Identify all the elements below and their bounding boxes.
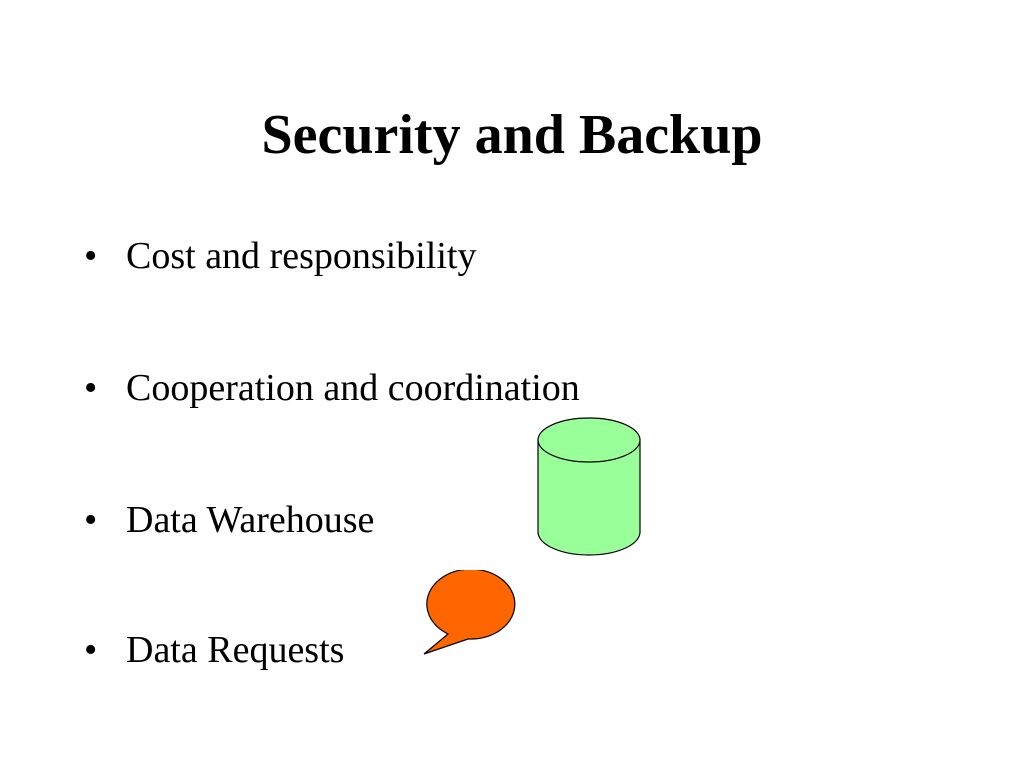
cylinder-body xyxy=(537,439,641,556)
bullet-text: Cost and responsibility xyxy=(126,235,477,277)
bullet-point: • xyxy=(84,499,98,541)
slide-title: Security and Backup xyxy=(261,104,763,166)
cylinder-top xyxy=(537,417,641,463)
speech-bubble-shape xyxy=(423,570,516,655)
speech-bubble-icon xyxy=(423,570,516,655)
bullet-text: Cooperation and coordination xyxy=(126,367,580,409)
bullet-text: Data Requests xyxy=(126,629,345,671)
list-item: • Data Warehouse xyxy=(84,494,374,546)
bullet-point: • xyxy=(84,367,98,409)
bullet-point: • xyxy=(84,235,98,277)
list-item: • Cooperation and coordination xyxy=(84,362,580,414)
list-item: • Data Requests xyxy=(84,624,344,676)
list-item: • Cost and responsibility xyxy=(84,230,476,282)
bullet-point: • xyxy=(84,629,98,671)
bullet-text: Data Warehouse xyxy=(126,499,375,541)
database-cylinder-icon xyxy=(537,417,641,556)
